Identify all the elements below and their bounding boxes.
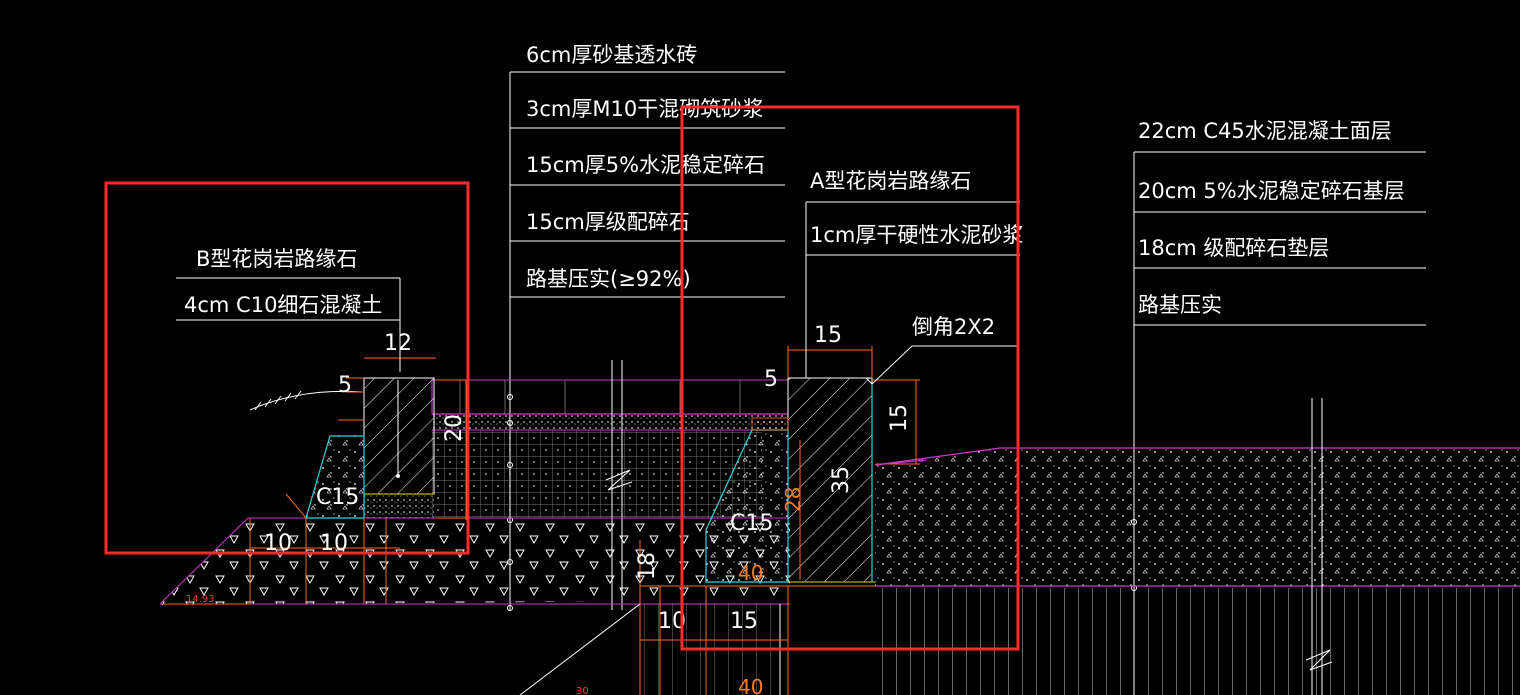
curb-a-dim-side: 5 xyxy=(764,367,778,392)
sidewalk-pavement xyxy=(431,360,789,610)
curb-a-dim-base-right: 15 xyxy=(730,609,758,634)
curb-a-dim-lower-small: 30 xyxy=(576,686,589,695)
sidewalk-leader-table: 6cm厚砂基透水砖 3cm厚M10干混砌筑砂浆 15cm厚5%水泥稳定碎石 15… xyxy=(507,43,785,611)
road-pavement xyxy=(874,398,1520,695)
curb-a-dim-base: 40 xyxy=(738,561,763,585)
sidewalk-layer-1: 6cm厚砂基透水砖 xyxy=(526,43,697,67)
sidewalk-layer-2: 3cm厚M10干混砌筑砂浆 xyxy=(526,97,763,121)
curb-a-title: A型花岗岩路缘石 xyxy=(810,169,971,193)
curb-b-dim-top: 12 xyxy=(384,331,412,356)
road-leader-table: 22cm C45水泥混凝土面层 20cm 5%水泥稳定碎石基层 18cm 级配碎… xyxy=(1131,119,1426,695)
curb-a-section xyxy=(639,201,1020,695)
curb-b-dim-height: 20 xyxy=(442,414,467,442)
road-layer-3: 18cm 级配碎石垫层 xyxy=(1138,236,1329,260)
subgrade-base xyxy=(159,517,790,695)
sidewalk-layer-4: 15cm厚级配碎石 xyxy=(526,210,690,234)
curb-a-dim-lower: 40 xyxy=(738,675,763,695)
road-layer-1: 22cm C45水泥混凝土面层 xyxy=(1138,119,1392,143)
curb-a-concrete: C15 xyxy=(730,511,773,536)
highlight-box-curb-b xyxy=(104,181,470,555)
curb-a-dim-height: 35 xyxy=(829,466,854,494)
curb-b-dim-side: 5 xyxy=(338,373,352,398)
curb-b-layer: 4cm C10细石混凝土 xyxy=(184,293,382,317)
sidewalk-layer-3: 15cm厚5%水泥稳定碎石 xyxy=(526,153,765,177)
curb-b-title: B型花岗岩路缘石 xyxy=(196,247,357,271)
sidewalk-layer-5: 路基压实(≥92%) xyxy=(526,267,691,291)
curb-a-layer: 1cm厚干硬性水泥砂浆 xyxy=(810,223,1023,247)
curb-a-dim-small: 28 xyxy=(781,487,805,512)
curb-b-elevation: 14.93 xyxy=(186,594,215,605)
road-layer-4: 路基压实 xyxy=(1138,293,1222,317)
curb-a-dim-vertical: 18 xyxy=(635,552,660,580)
curb-b-section xyxy=(162,277,467,605)
road-layer-2: 20cm 5%水泥稳定碎石基层 xyxy=(1138,179,1405,203)
curb-a-chamfer: 倒角2X2 xyxy=(912,315,995,339)
highlight-box-curb-a xyxy=(680,105,1020,651)
curb-a-dim-top: 15 xyxy=(814,323,842,348)
curb-b-concrete: C15 xyxy=(316,485,359,510)
curb-a-dim-right: 15 xyxy=(887,404,912,432)
